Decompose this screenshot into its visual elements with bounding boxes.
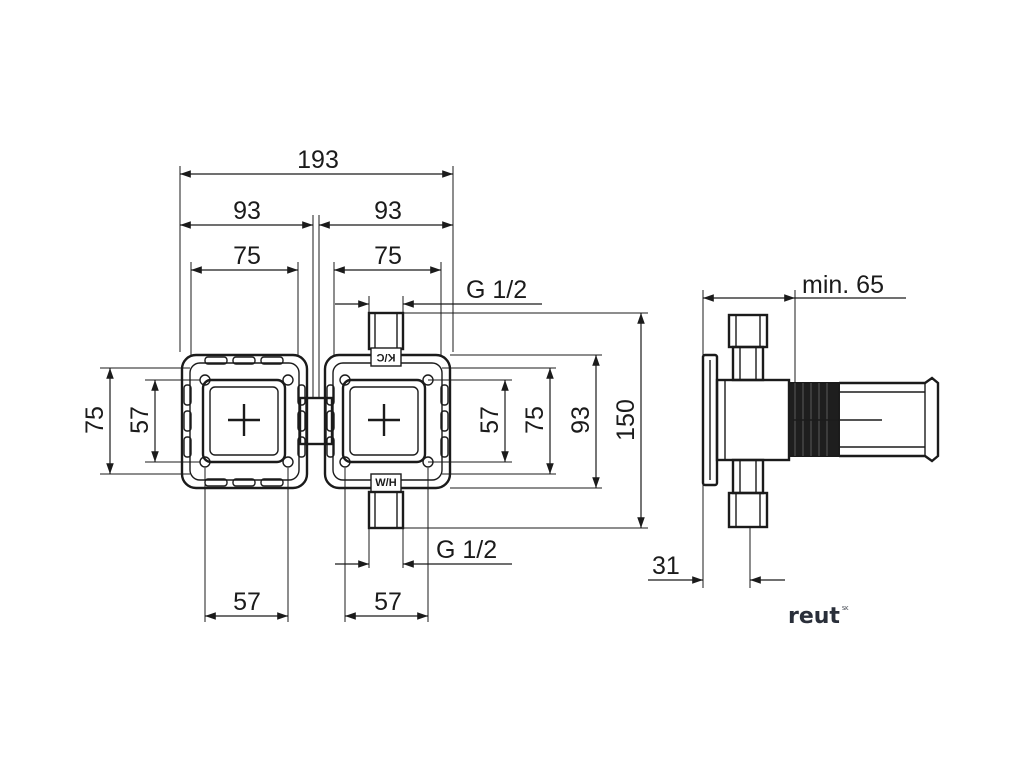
dim-right-half-width: 93	[374, 197, 402, 225]
top-inlet-fitting: K/C	[367, 311, 405, 367]
left-mounting-box	[180, 353, 309, 490]
dim-side-depth: min. 65	[802, 271, 884, 299]
front-dimensions: 193 93 93 75 75 G 1/2 G 1/2 57 57 75 57 …	[81, 146, 648, 622]
bottom-outlet-fitting: W/H	[367, 473, 405, 530]
dim-bottom-left-57: 57	[233, 588, 261, 616]
brand-suffix: SK	[842, 606, 849, 612]
side-view: min. 65 31	[648, 271, 940, 588]
dim-overall-width: 193	[297, 146, 339, 174]
brand-name: reut	[788, 604, 840, 629]
dim-right-inner-width: 75	[374, 242, 402, 270]
dim-bottom-thread: G 1/2	[436, 536, 497, 564]
dim-overall-height: 150	[612, 399, 640, 441]
brand-logo: reut SK	[788, 604, 849, 629]
hot-port-label: W/H	[375, 477, 396, 489]
right-mounting-box	[323, 353, 452, 490]
dim-right-height-57: 57	[476, 406, 504, 434]
dim-top-thread: G 1/2	[466, 276, 527, 304]
dim-left-height-57: 57	[126, 406, 154, 434]
dim-side-offset: 31	[652, 552, 680, 580]
dim-left-height-75: 75	[81, 406, 109, 434]
dim-bottom-right-57: 57	[374, 588, 402, 616]
dim-right-height-93: 93	[567, 406, 595, 434]
dim-left-half-width: 93	[233, 197, 261, 225]
cold-port-label: K/C	[376, 351, 395, 363]
dim-right-height-75: 75	[521, 406, 549, 434]
front-view: K/C W/H	[180, 311, 452, 530]
dim-left-inner-width: 75	[233, 242, 261, 270]
